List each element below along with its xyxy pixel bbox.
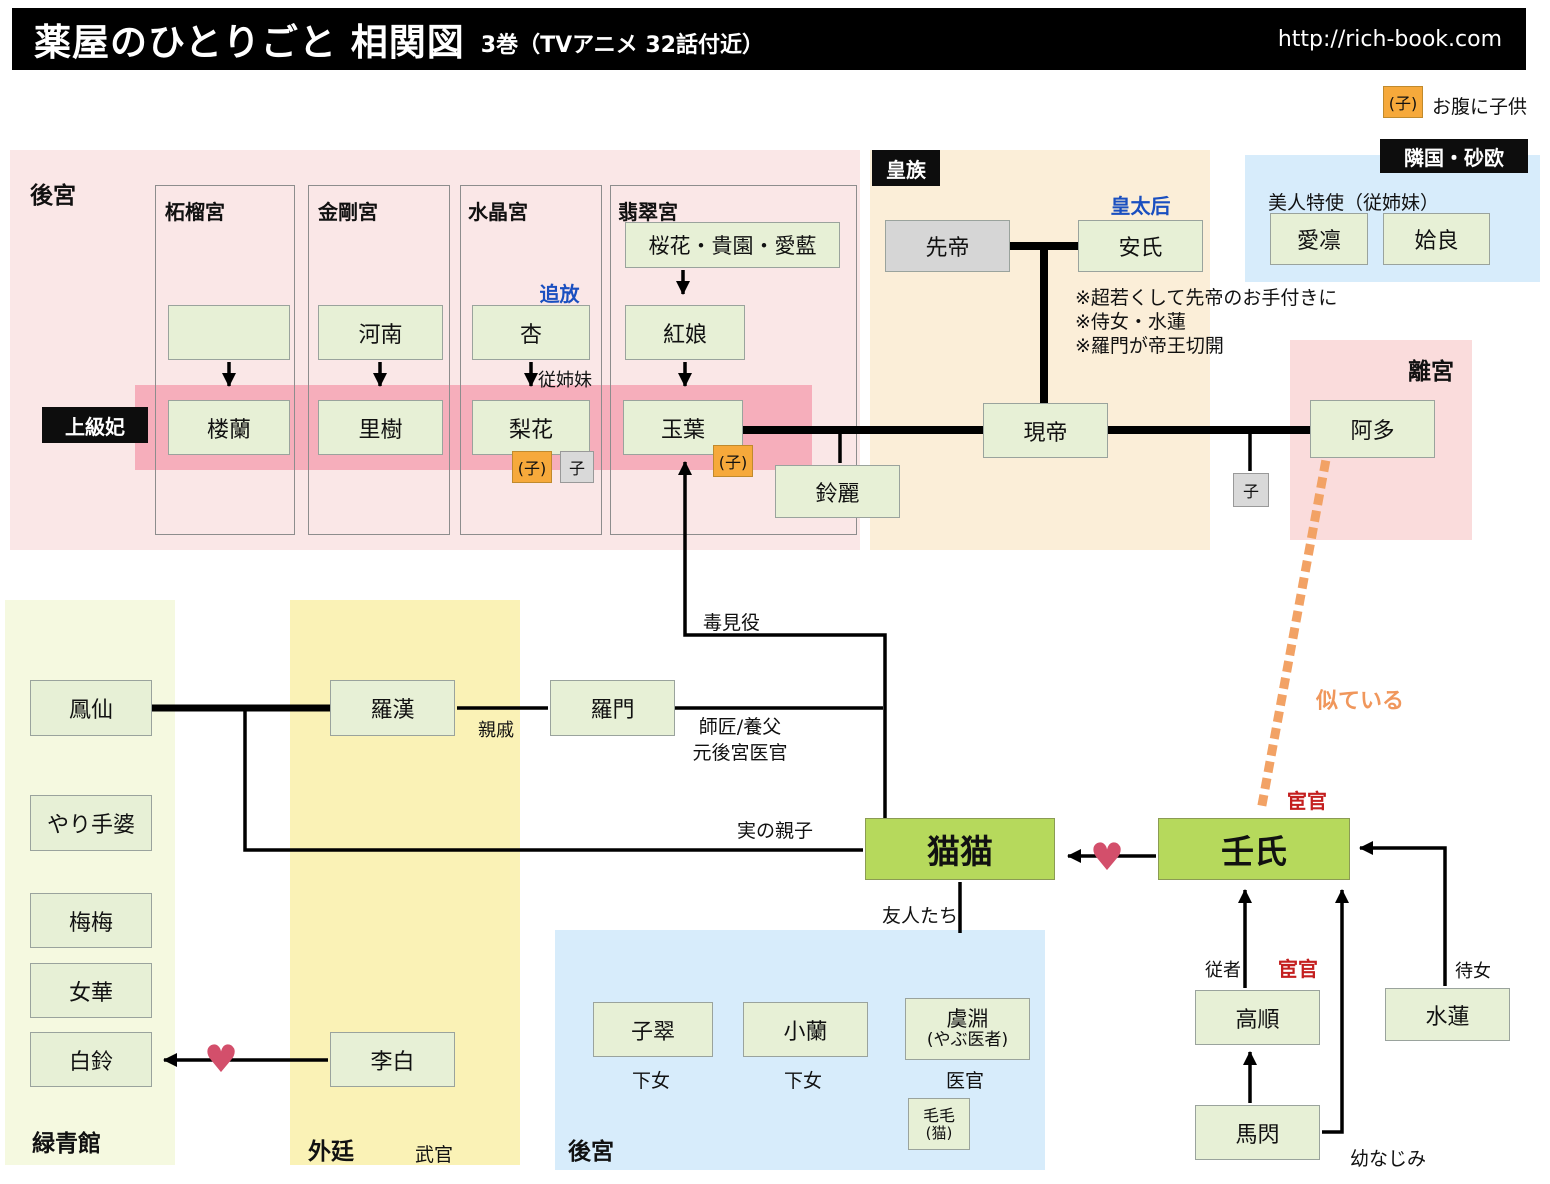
label-mentor: 師匠/養父 — [698, 716, 782, 738]
label-food-taster: 毒見役 — [703, 612, 761, 634]
label-brothel: 緑青館 — [32, 1131, 101, 1157]
label-eunuch-gaoshun: 宦官 — [1278, 957, 1318, 981]
palace-diamond-title: 金剛宮 — [318, 200, 378, 224]
label-eunuch-jinshi: 宦官 — [1287, 789, 1327, 813]
cat-name: 毛毛 — [922, 1105, 955, 1125]
char-box-former-emperor: 先帝 — [885, 220, 1010, 272]
cat-subtitle: (猫) — [925, 1123, 953, 1142]
char-box-fengxian: 鳳仙 — [30, 680, 152, 736]
guen-subtitle: (やぶ医者) — [926, 1030, 1009, 1051]
char-box-maomao-cat: 毛毛 (猫) — [908, 1098, 970, 1150]
char-box-pairin: 白鈴 — [30, 1032, 152, 1087]
char-box-empty — [168, 305, 290, 360]
label-neighbor-country: 隣国・砂欧 — [1380, 139, 1528, 173]
label-servant-girl-1: 下女 — [632, 1070, 671, 1092]
child-mark-gyokuyou: (子) — [713, 445, 753, 477]
label-rear-palace: 後宮 — [30, 183, 76, 209]
page-subtitle: 3巻（TVアニメ 32話付近） — [480, 33, 764, 58]
label-military-officer: 武官 — [415, 1144, 454, 1166]
char-box-anzu: 杏 — [472, 305, 590, 360]
char-box-lishu: 里樹 — [318, 400, 443, 455]
palace-crystal — [460, 185, 602, 535]
child-mark-lihua: (子) — [512, 451, 552, 483]
label-envoys: 美人特使（従姉妹） — [1268, 192, 1440, 214]
char-box-hongniang: 紅娘 — [625, 305, 745, 360]
palace-crystal-title: 水晶宮 — [468, 200, 528, 224]
label-former-court-doctor: 元後宮医官 — [692, 742, 788, 764]
char-box-loulan: 楼蘭 — [168, 400, 290, 455]
char-box-suiren: 水蓮 — [1385, 988, 1510, 1041]
arrow-basen-jinshi — [1322, 889, 1349, 1134]
char-box-kanan: 河南 — [318, 305, 443, 360]
char-box-gaoshun: 高順 — [1195, 990, 1320, 1045]
site-url: http://rich-book.com — [1277, 26, 1502, 52]
char-box-shisui: 子翠 — [593, 1002, 713, 1057]
label-banished: 追放 — [539, 282, 580, 306]
label-senior-consorts: 上級妃 — [42, 407, 148, 443]
label-imperial: 皇族 — [872, 150, 940, 186]
legend-child-mark: (子) — [1383, 86, 1423, 118]
arrow-suiren-jinshi — [1359, 841, 1447, 986]
page-title: 薬屋のひとりごと 相関図 — [34, 21, 465, 64]
char-box-basen: 馬閃 — [1195, 1105, 1320, 1160]
char-box-rihaku: 李白 — [330, 1032, 455, 1087]
char-box-current-emperor: 現帝 — [983, 403, 1108, 458]
char-box-maomao: 猫猫 — [865, 818, 1055, 880]
note-line-2: ※侍女・水蓮 — [1075, 311, 1186, 333]
char-box-aduo: 阿多 — [1310, 400, 1435, 458]
label-resembles: 似ている — [1316, 689, 1405, 714]
char-box-aira: 姶良 — [1383, 213, 1490, 265]
char-box-joka: 女華 — [30, 963, 152, 1018]
label-court-doctor: 医官 — [946, 1070, 985, 1092]
char-box-lingli: 鈴麗 — [775, 465, 900, 518]
char-box-airin: 愛凛 — [1270, 213, 1368, 265]
char-box-anshi: 安氏 — [1078, 220, 1203, 272]
guen-name: 虞淵 — [946, 1006, 989, 1031]
label-real-parent-child: 実の親子 — [737, 820, 814, 842]
note-line-1: ※超若くして先帝のお手付きに — [1075, 287, 1338, 309]
label-childhood-friend: 幼なじみ — [1350, 1148, 1427, 1170]
char-box-luomen: 羅門 — [550, 680, 675, 736]
child-lihua: 子 — [560, 451, 594, 483]
char-box-lihua: 梨花 — [472, 400, 590, 455]
label-cousins: 従姉妹 — [538, 370, 592, 391]
legend-child-note: お腹に子供 — [1432, 96, 1528, 118]
char-box-madam: やり手婆 — [30, 795, 152, 851]
label-friends: 友人たち — [882, 905, 959, 927]
imperial-notes: ※超若くして先帝のお手付きに ※侍女・水蓮 ※羅門が帝王切開 — [1075, 286, 1355, 358]
label-lady-in-waiting: 待女 — [1455, 961, 1491, 982]
label-servant-girl-2: 下女 — [784, 1070, 823, 1092]
heart-icon: ♥ — [204, 1037, 239, 1081]
char-box-ladies-jade: 桜花・貴園・愛藍 — [625, 222, 840, 268]
header-bar: 薬屋のひとりごと 相関図 3巻（TVアニメ 32話付近） http://rich… — [12, 8, 1526, 70]
char-box-gyokuyou: 玉葉 — [623, 400, 743, 455]
palace-jade-title: 翡翠宮 — [618, 200, 678, 224]
note-line-3: ※羅門が帝王切開 — [1075, 335, 1224, 357]
char-box-guen: 虞淵 (やぶ医者) — [905, 998, 1030, 1060]
label-detached-palace: 離宮 — [1408, 359, 1454, 385]
heart-icon: ♥ — [1090, 835, 1125, 879]
char-box-lakan: 羅漢 — [330, 680, 455, 736]
palace-diamond — [308, 185, 450, 535]
char-box-jinshi: 壬氏 — [1158, 818, 1350, 880]
char-box-xiaolan: 小蘭 — [743, 1002, 868, 1057]
char-box-meimei: 梅梅 — [30, 893, 152, 948]
label-crown-dowager: 皇太后 — [1110, 194, 1171, 218]
child-aduo: 子 — [1233, 473, 1269, 507]
palace-garnet — [155, 185, 295, 535]
label-outer-court: 外廷 — [308, 1139, 354, 1165]
palace-garnet-title: 柘榴宮 — [165, 200, 225, 224]
label-rear-palace-bottom: 後宮 — [568, 1139, 614, 1165]
label-attendant: 従者 — [1205, 960, 1241, 981]
label-relatives: 親戚 — [478, 720, 514, 741]
